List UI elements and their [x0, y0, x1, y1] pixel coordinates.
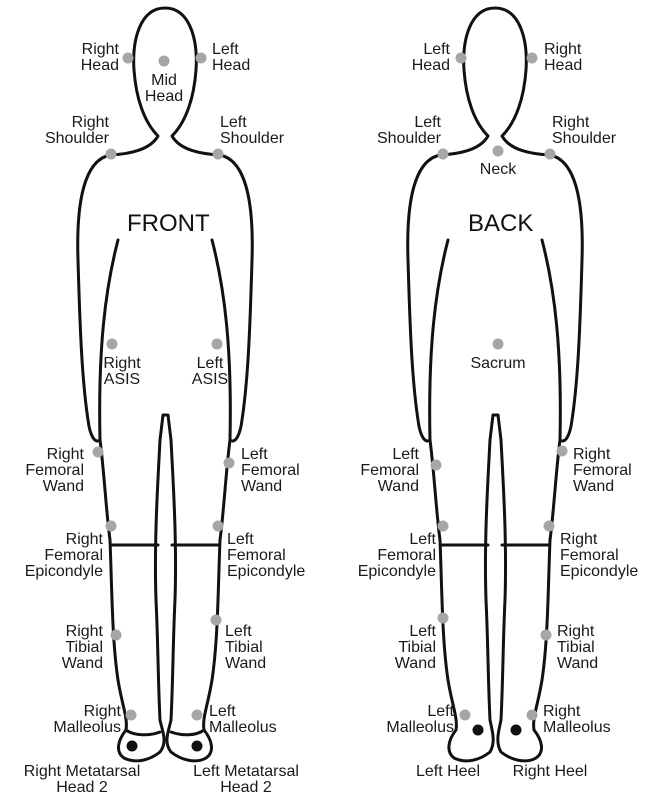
- marker-front-left-asis: [212, 339, 223, 350]
- label-front-right-femoral-epicondyle: Right Femoral Epicondyle: [25, 532, 103, 580]
- marker-front-right-asis: [107, 339, 118, 350]
- marker-back-right-shoulder: [545, 149, 556, 160]
- label-back-sacrum: Sacrum: [456, 356, 540, 372]
- marker-back-left-femoral-epicondyle: [438, 521, 449, 532]
- marker-back-left-head: [456, 53, 467, 64]
- front-right-foot: [126, 730, 160, 735]
- marker-front-left-shoulder: [213, 149, 224, 160]
- marker-front-right-metatarsal: [127, 741, 138, 752]
- marker-front-right-head: [123, 53, 134, 64]
- label-front-right-shoulder: Right Shoulder: [45, 115, 109, 147]
- marker-front-left-metatarsal: [192, 741, 203, 752]
- label-back-right-shoulder: Right Shoulder: [552, 115, 616, 147]
- back-title: BACK: [468, 210, 533, 238]
- marker-front-right-femoral-wand: [93, 447, 104, 458]
- label-back-right-head: Right Head: [544, 42, 582, 74]
- marker-front-right-femoral-epicondyle: [106, 521, 117, 532]
- marker-back-right-tibial-wand: [541, 630, 552, 641]
- label-front-right-metatarsal: Right Metatarsal Head 2: [6, 764, 158, 796]
- label-back-right-tibial-wand: Right Tibial Wand: [557, 624, 598, 672]
- label-back-left-femoral-epicondyle: Left Femoral Epicondyle: [358, 532, 436, 580]
- label-front-mid-head: Mid Head: [134, 73, 194, 105]
- marker-back-left-femoral-wand: [431, 460, 442, 471]
- marker-back-left-heel: [473, 725, 484, 736]
- label-back-right-heel: Right Heel: [502, 764, 598, 780]
- label-back-right-femoral-wand: Right Femoral Wand: [573, 447, 632, 495]
- label-front-left-femoral-epicondyle: Left Femoral Epicondyle: [227, 532, 305, 580]
- marker-back-left-tibial-wand: [438, 613, 449, 624]
- label-back-neck: Neck: [466, 162, 530, 178]
- marker-back-right-heel: [511, 725, 522, 736]
- marker-front-right-shoulder: [106, 149, 117, 160]
- label-front-left-metatarsal: Left Metatarsal Head 2: [170, 764, 322, 796]
- label-front-right-femoral-wand: Right Femoral Wand: [25, 447, 84, 495]
- marker-front-mid-head: [159, 56, 170, 67]
- label-front-left-femoral-wand: Left Femoral Wand: [241, 447, 300, 495]
- marker-front-left-femoral-wand: [224, 458, 235, 469]
- label-front-left-tibial-wand: Left Tibial Wand: [225, 624, 266, 672]
- label-back-left-tibial-wand: Left Tibial Wand: [395, 624, 436, 672]
- label-front-right-tibial-wand: Right Tibial Wand: [62, 624, 103, 672]
- label-back-left-shoulder: Left Shoulder: [377, 115, 441, 147]
- marker-back-neck: [493, 146, 504, 157]
- label-front-right-malleolus: Right Malleolus: [53, 704, 121, 736]
- marker-back-right-femoral-wand: [557, 446, 568, 457]
- label-back-right-malleolus: Right Malleolus: [543, 704, 611, 736]
- marker-back-right-femoral-epicondyle: [544, 521, 555, 532]
- label-front-right-head: Right Head: [81, 42, 119, 74]
- marker-back-left-shoulder: [438, 149, 449, 160]
- marker-back-right-malleolus: [527, 710, 538, 721]
- marker-back-right-head: [527, 53, 538, 64]
- label-front-right-asis: Right ASIS: [90, 356, 154, 388]
- marker-front-right-tibial-wand: [111, 630, 122, 641]
- back-left-arm-line: [430, 240, 448, 440]
- marker-front-left-malleolus: [192, 710, 203, 721]
- label-front-left-head: Left Head: [212, 42, 250, 74]
- label-front-left-malleolus: Left Malleolus: [209, 704, 277, 736]
- back-right-arm-line: [542, 240, 560, 440]
- label-front-left-asis: Left ASIS: [178, 356, 242, 388]
- front-left-foot: [171, 730, 204, 735]
- marker-front-left-femoral-epicondyle: [213, 521, 224, 532]
- marker-front-right-malleolus: [126, 710, 137, 721]
- label-front-left-shoulder: Left Shoulder: [220, 115, 284, 147]
- marker-back-sacrum: [493, 339, 504, 350]
- label-back-left-femoral-wand: Left Femoral Wand: [360, 447, 419, 495]
- marker-front-left-head: [196, 53, 207, 64]
- label-back-left-head: Left Head: [412, 42, 450, 74]
- label-back-left-malleolus: Left Malleolus: [386, 704, 454, 736]
- label-back-left-heel: Left Heel: [404, 764, 492, 780]
- marker-front-left-tibial-wand: [211, 615, 222, 626]
- front-title: FRONT: [127, 210, 210, 238]
- marker-back-left-malleolus: [460, 710, 471, 721]
- label-back-right-femoral-epicondyle: Right Femoral Epicondyle: [560, 532, 638, 580]
